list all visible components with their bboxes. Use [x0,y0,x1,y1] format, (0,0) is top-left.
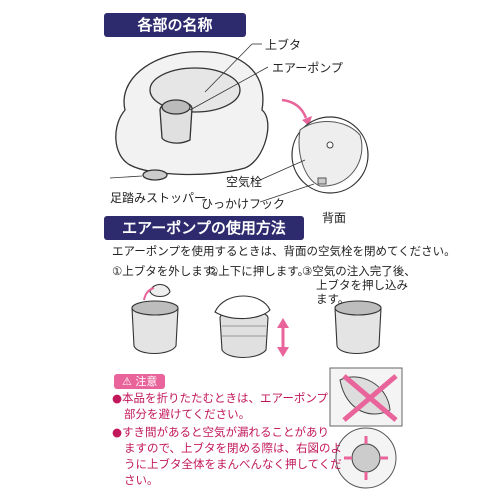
step2-text: ②上下に押します。 [208,264,310,278]
caution-item2-line2: ますので、上ブタを閉める際は、右図のよ [124,441,343,455]
section-title-usage: エアーポンプの使用方法 [104,216,304,240]
caution-badge: ⚠ 注意 [114,374,166,389]
caution-badge-label: 注意 [135,375,158,388]
step3-text-line1: ③空気の注入完了後、 [302,264,416,278]
section-title-parts: 各部の名称 [104,13,246,37]
caution-figure-folding [329,367,403,427]
step1-text: ①上ブタを外します。 [112,264,225,278]
caution-item2-line1: ●すき間があると空気が漏れることがあり [112,425,330,439]
back-view-illustration [291,116,369,194]
label-hook: ひっかけフック [201,197,286,211]
caution-figure-pressing [335,427,397,489]
caution-item2-line3: うに上ブタ全体をまんべんなく押してくだ [124,457,342,471]
caution-item2-line4: さい。 [124,473,159,487]
label-air-pump: エアーポンプ [272,61,343,75]
label-lid: 上ブタ [265,38,302,52]
label-air-plug: 空気栓 [226,175,263,189]
label-back: 背面 [322,211,347,225]
usage-intro: エアーポンプを使用するときは、背面の空気栓を閉めてください。 [112,244,456,258]
cross-mark-icon [342,374,398,422]
caution-item1-line1: ●本品を折りたたむときは、エアーポンプ [112,391,328,405]
step3-illustration [334,300,382,355]
label-stopper: 足踏みストッパー [110,191,207,205]
step2-illustration [214,295,289,359]
caution-item1-line2: 部分を避けてください。 [124,407,251,421]
arrow-icon [281,98,308,119]
baby-seat-illustration [115,50,269,181]
warning-icon: ⚠ [122,375,132,388]
step3-text-line2: 上ブタを押し込み [316,278,408,292]
step3-text-line3: ます。 [316,292,350,306]
step1-illustration [131,283,179,355]
